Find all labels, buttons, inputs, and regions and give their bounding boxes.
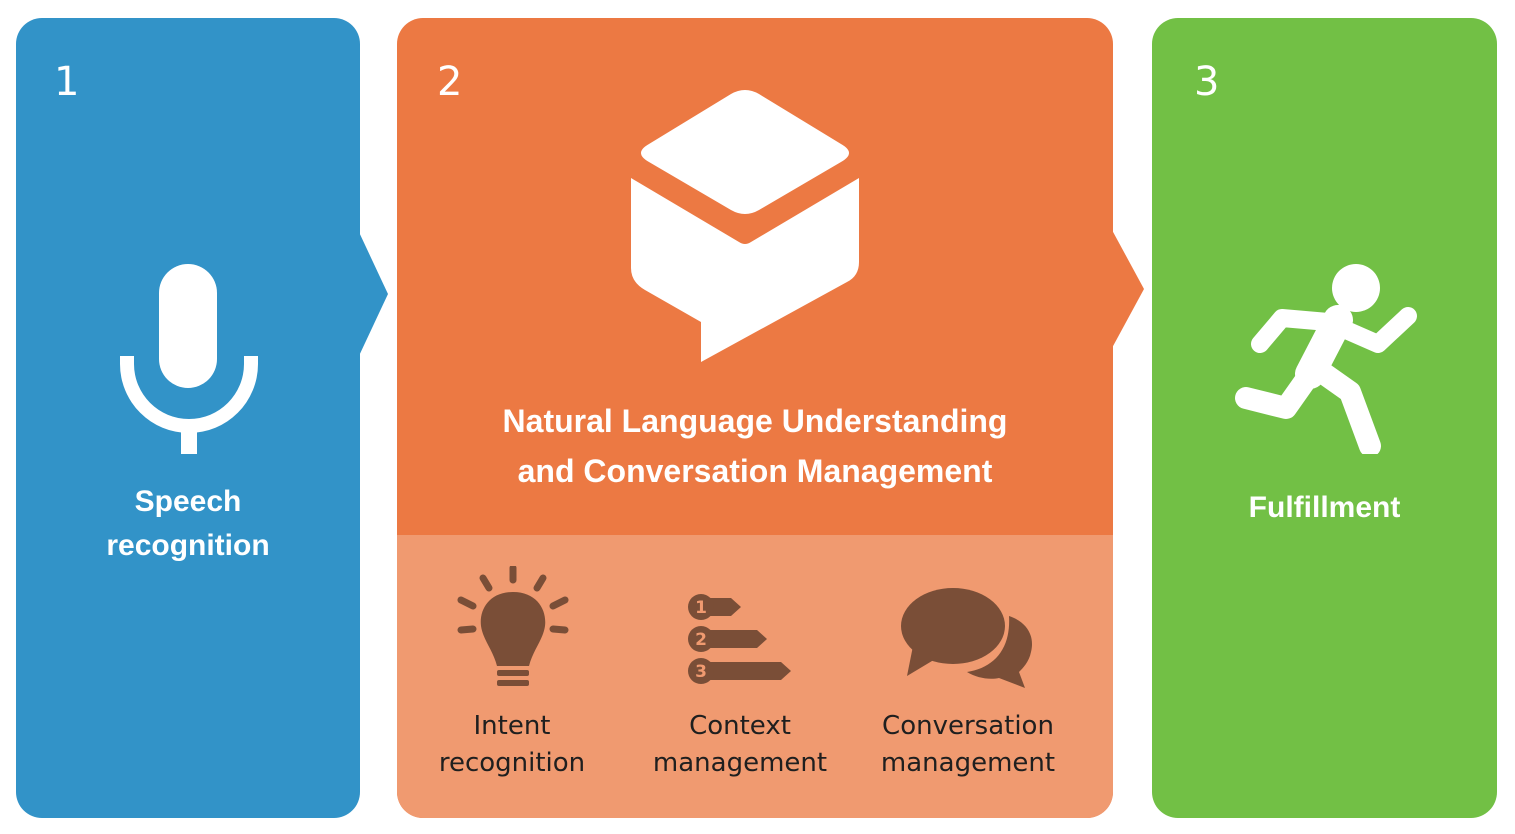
microphone-icon [120, 264, 258, 454]
label-line: recognition [438, 748, 586, 778]
step-number: 2 [437, 59, 463, 105]
stage-nlu-conversation-management: 2 Natural Language Understanding and Con… [397, 18, 1113, 818]
step-number: 1 [54, 59, 80, 105]
speech-bubbles-icon [901, 588, 1033, 688]
stage-speech-recognition: 1 Speech recognition [16, 18, 360, 818]
numbered-list-icon: 1 2 3 [688, 594, 791, 684]
lightbulb-icon [457, 566, 569, 686]
label-line: and Conversation Management [517, 453, 993, 489]
stage-fulfillment: 3 Fulfillment [1152, 18, 1497, 818]
arrow-stage2-to-stage3 [1112, 230, 1144, 348]
label-line: Conversation [882, 711, 1054, 741]
substep-label: Context management [625, 708, 855, 782]
label-line: Fulfillment [1248, 491, 1401, 524]
label-line: management [652, 748, 828, 778]
label-line: management [880, 748, 1056, 778]
label-line: Context [689, 711, 791, 741]
badge-number: 2 [695, 630, 707, 650]
stage-label: Speech recognition [16, 480, 360, 568]
chat-box-icon [631, 90, 859, 362]
label-line: Intent [473, 711, 551, 741]
label-line: Speech [134, 485, 242, 518]
stage-label: Fulfillment [1152, 486, 1497, 530]
running-person-icon [1235, 264, 1417, 454]
label-line: recognition [106, 529, 270, 562]
substep-label: Conversation management [853, 708, 1083, 782]
badge-number: 1 [695, 598, 707, 618]
step-number: 3 [1194, 59, 1220, 105]
stage-label: Natural Language Understanding and Conve… [397, 396, 1113, 496]
substep-label: Intent recognition [397, 708, 627, 782]
arrow-stage1-to-stage2 [358, 230, 388, 358]
label-line: Natural Language Understanding [502, 403, 1008, 439]
badge-number: 3 [695, 662, 707, 682]
